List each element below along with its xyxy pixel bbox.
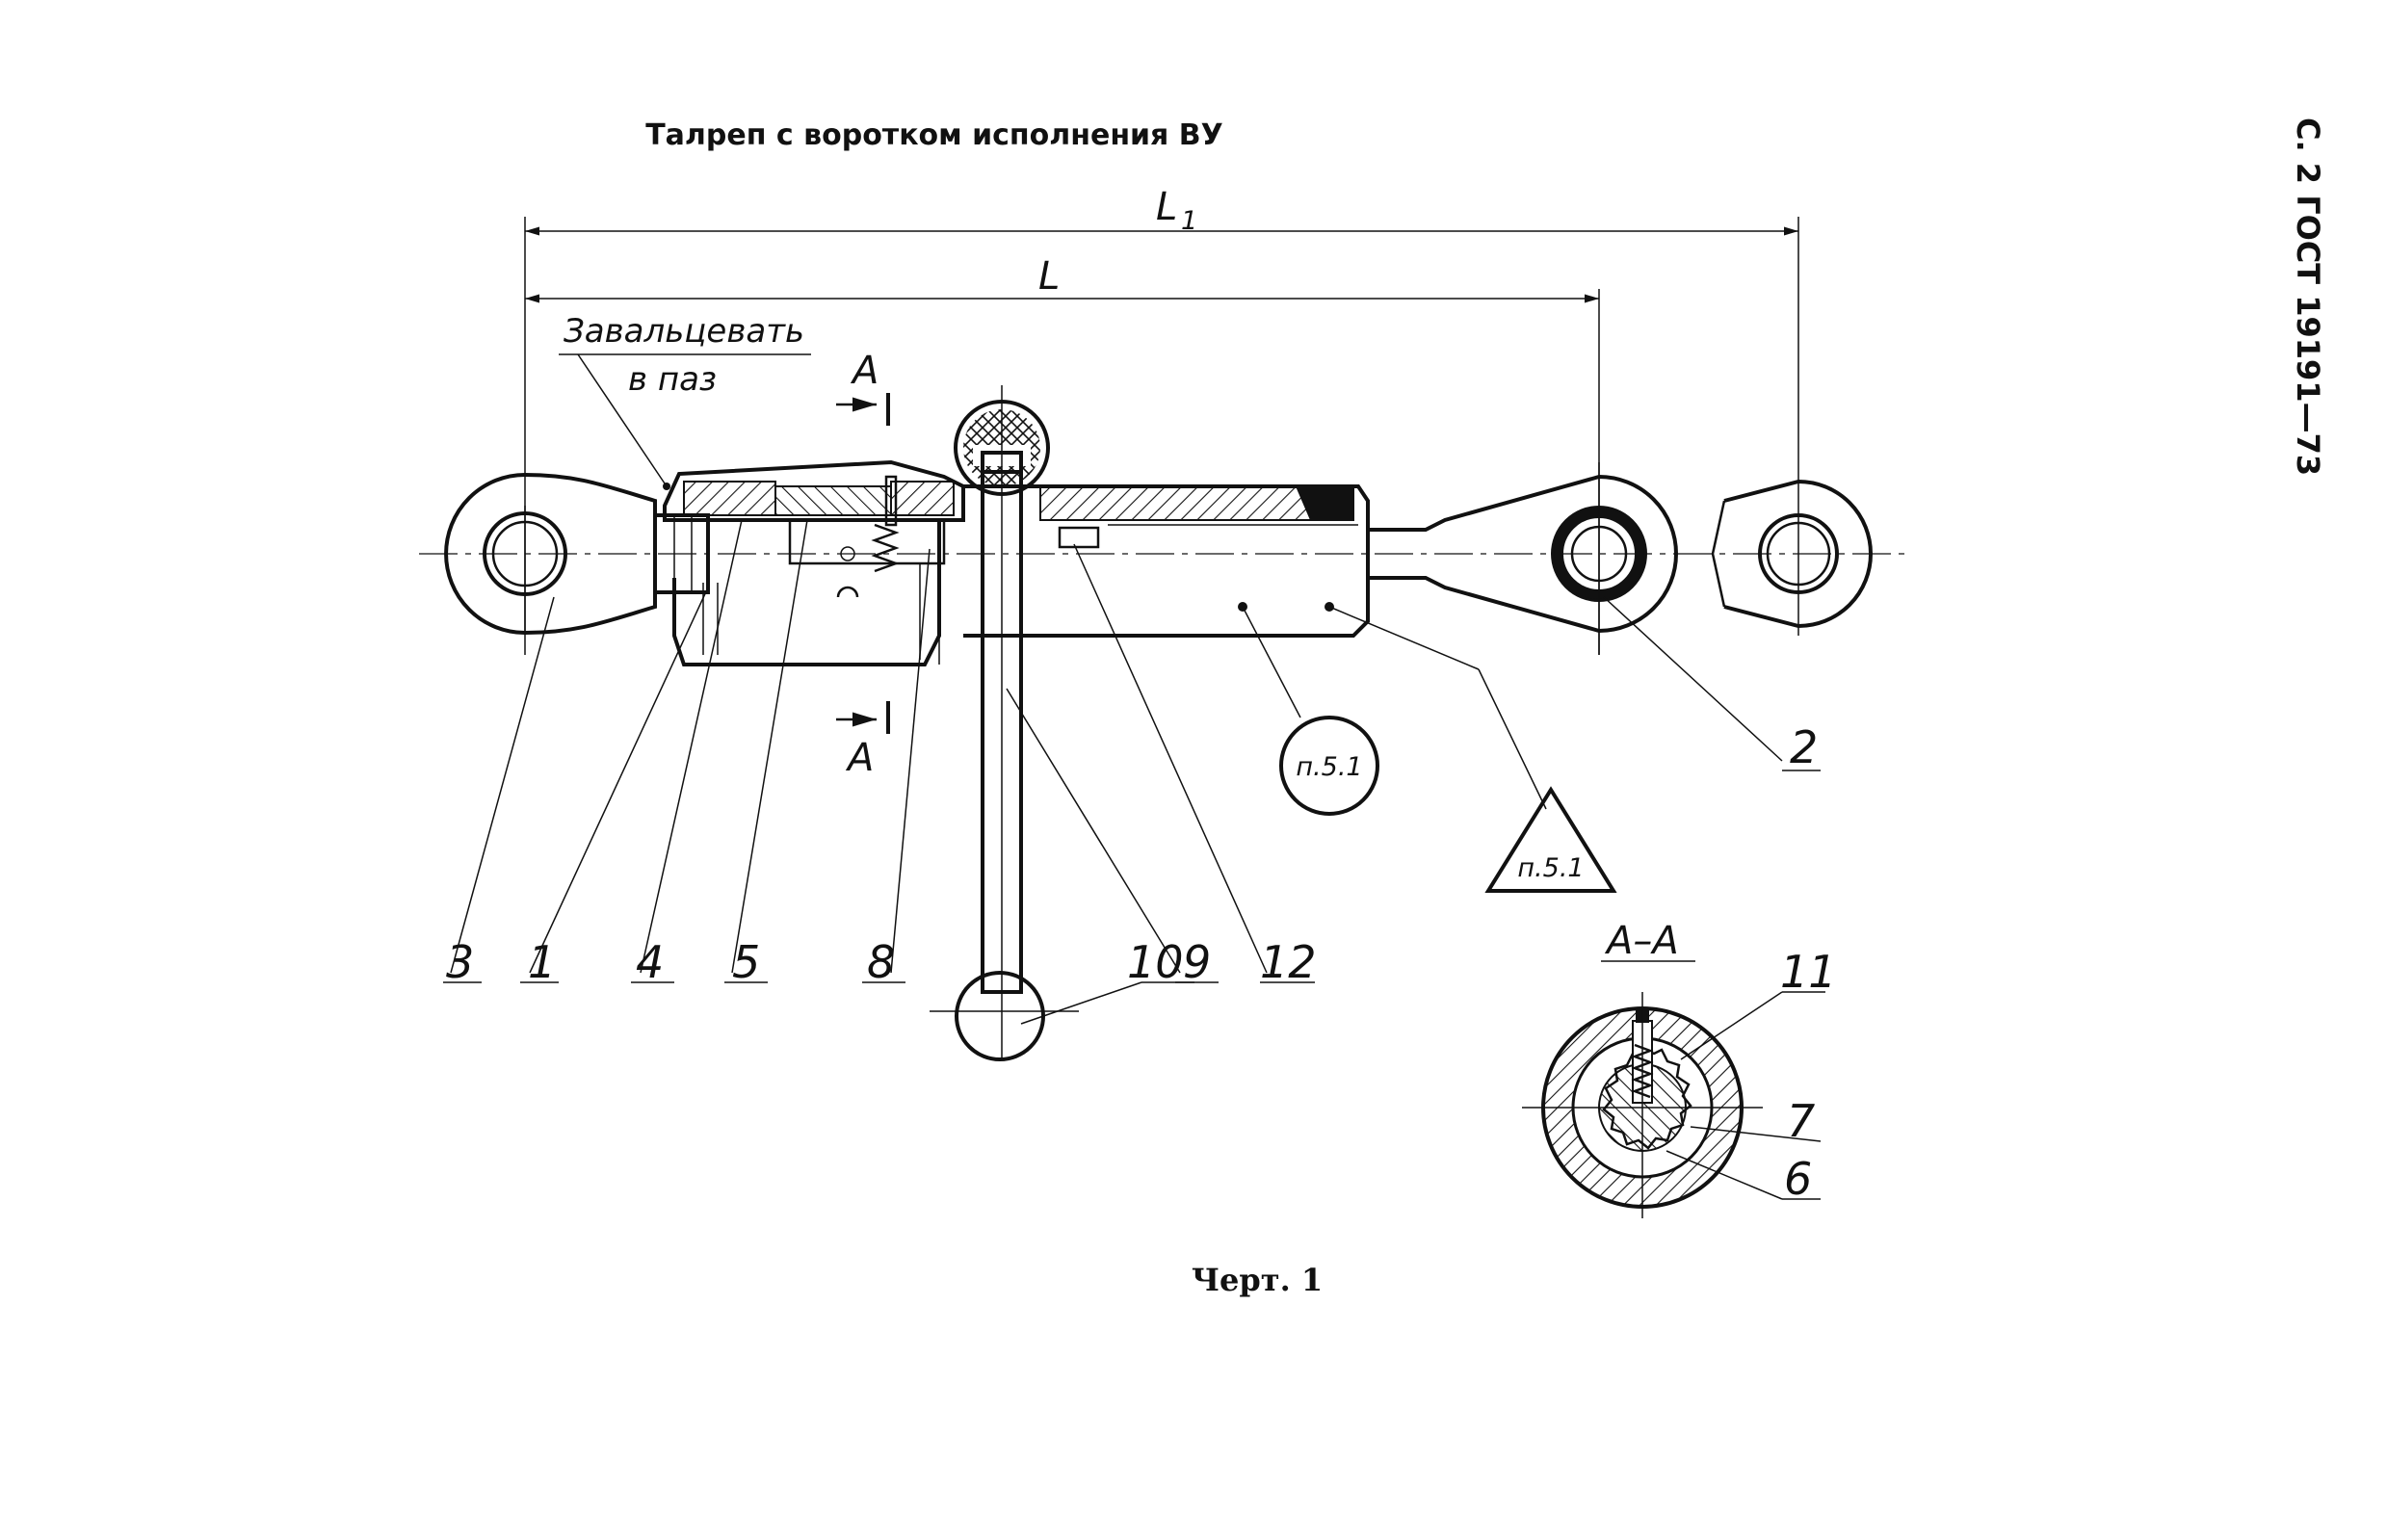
page-title: Талреп с воротком исполнения ВУ: [645, 118, 1223, 152]
callout-3: 3: [446, 936, 474, 988]
callout-10: 10: [1127, 936, 1184, 988]
figure-caption: Черт. 1: [1192, 1262, 1323, 1298]
callout-4: 4: [636, 936, 664, 988]
right-eye-end: [1366, 462, 1678, 655]
reference-triangle-text: п.5.1: [1517, 853, 1584, 883]
dimension-L1: L 1: [524, 185, 1799, 636]
callout-11: 11: [1780, 946, 1837, 998]
left-eye-end: [444, 472, 657, 655]
section-marker-top: А: [836, 349, 890, 426]
main-body: [663, 459, 1370, 666]
section-label-bottom: А: [845, 736, 874, 780]
section-view: А–А: [1522, 919, 1825, 1218]
leaders: [443, 519, 1821, 1025]
note-line1: Завальцевать: [564, 312, 804, 351]
far-right-eye: [1711, 479, 1873, 629]
dimension-L1-label: L: [1156, 185, 1177, 229]
callout-2: 2: [1790, 721, 1818, 773]
reference-triangle: п.5.1: [1484, 786, 1617, 893]
dimension-L-label: L: [1038, 254, 1060, 299]
section-title: А–А: [1604, 919, 1679, 963]
left-rod: [653, 513, 710, 594]
dimension-L1-subscript: 1: [1181, 206, 1197, 236]
callout-6: 6: [1784, 1153, 1812, 1205]
reference-circle: п.5.1: [1279, 716, 1379, 816]
section-marker-bottom: А: [836, 701, 890, 780]
rolling-note: Завальцевать в паз: [559, 312, 811, 490]
callout-5: 5: [732, 936, 760, 988]
side-header: С. 2 ГОСТ 19191—73: [2290, 117, 2326, 476]
callout-1: 1: [528, 936, 556, 988]
section-label-top: А: [850, 349, 879, 393]
callout-12: 12: [1260, 936, 1317, 988]
tommy-bar: [930, 385, 1079, 1061]
reference-circle-text: п.5.1: [1296, 752, 1362, 782]
callout-9: 9: [1183, 936, 1211, 988]
callout-8: 8: [867, 936, 895, 988]
callout-7: 7: [1787, 1095, 1815, 1147]
note-line2: в паз: [628, 360, 717, 399]
